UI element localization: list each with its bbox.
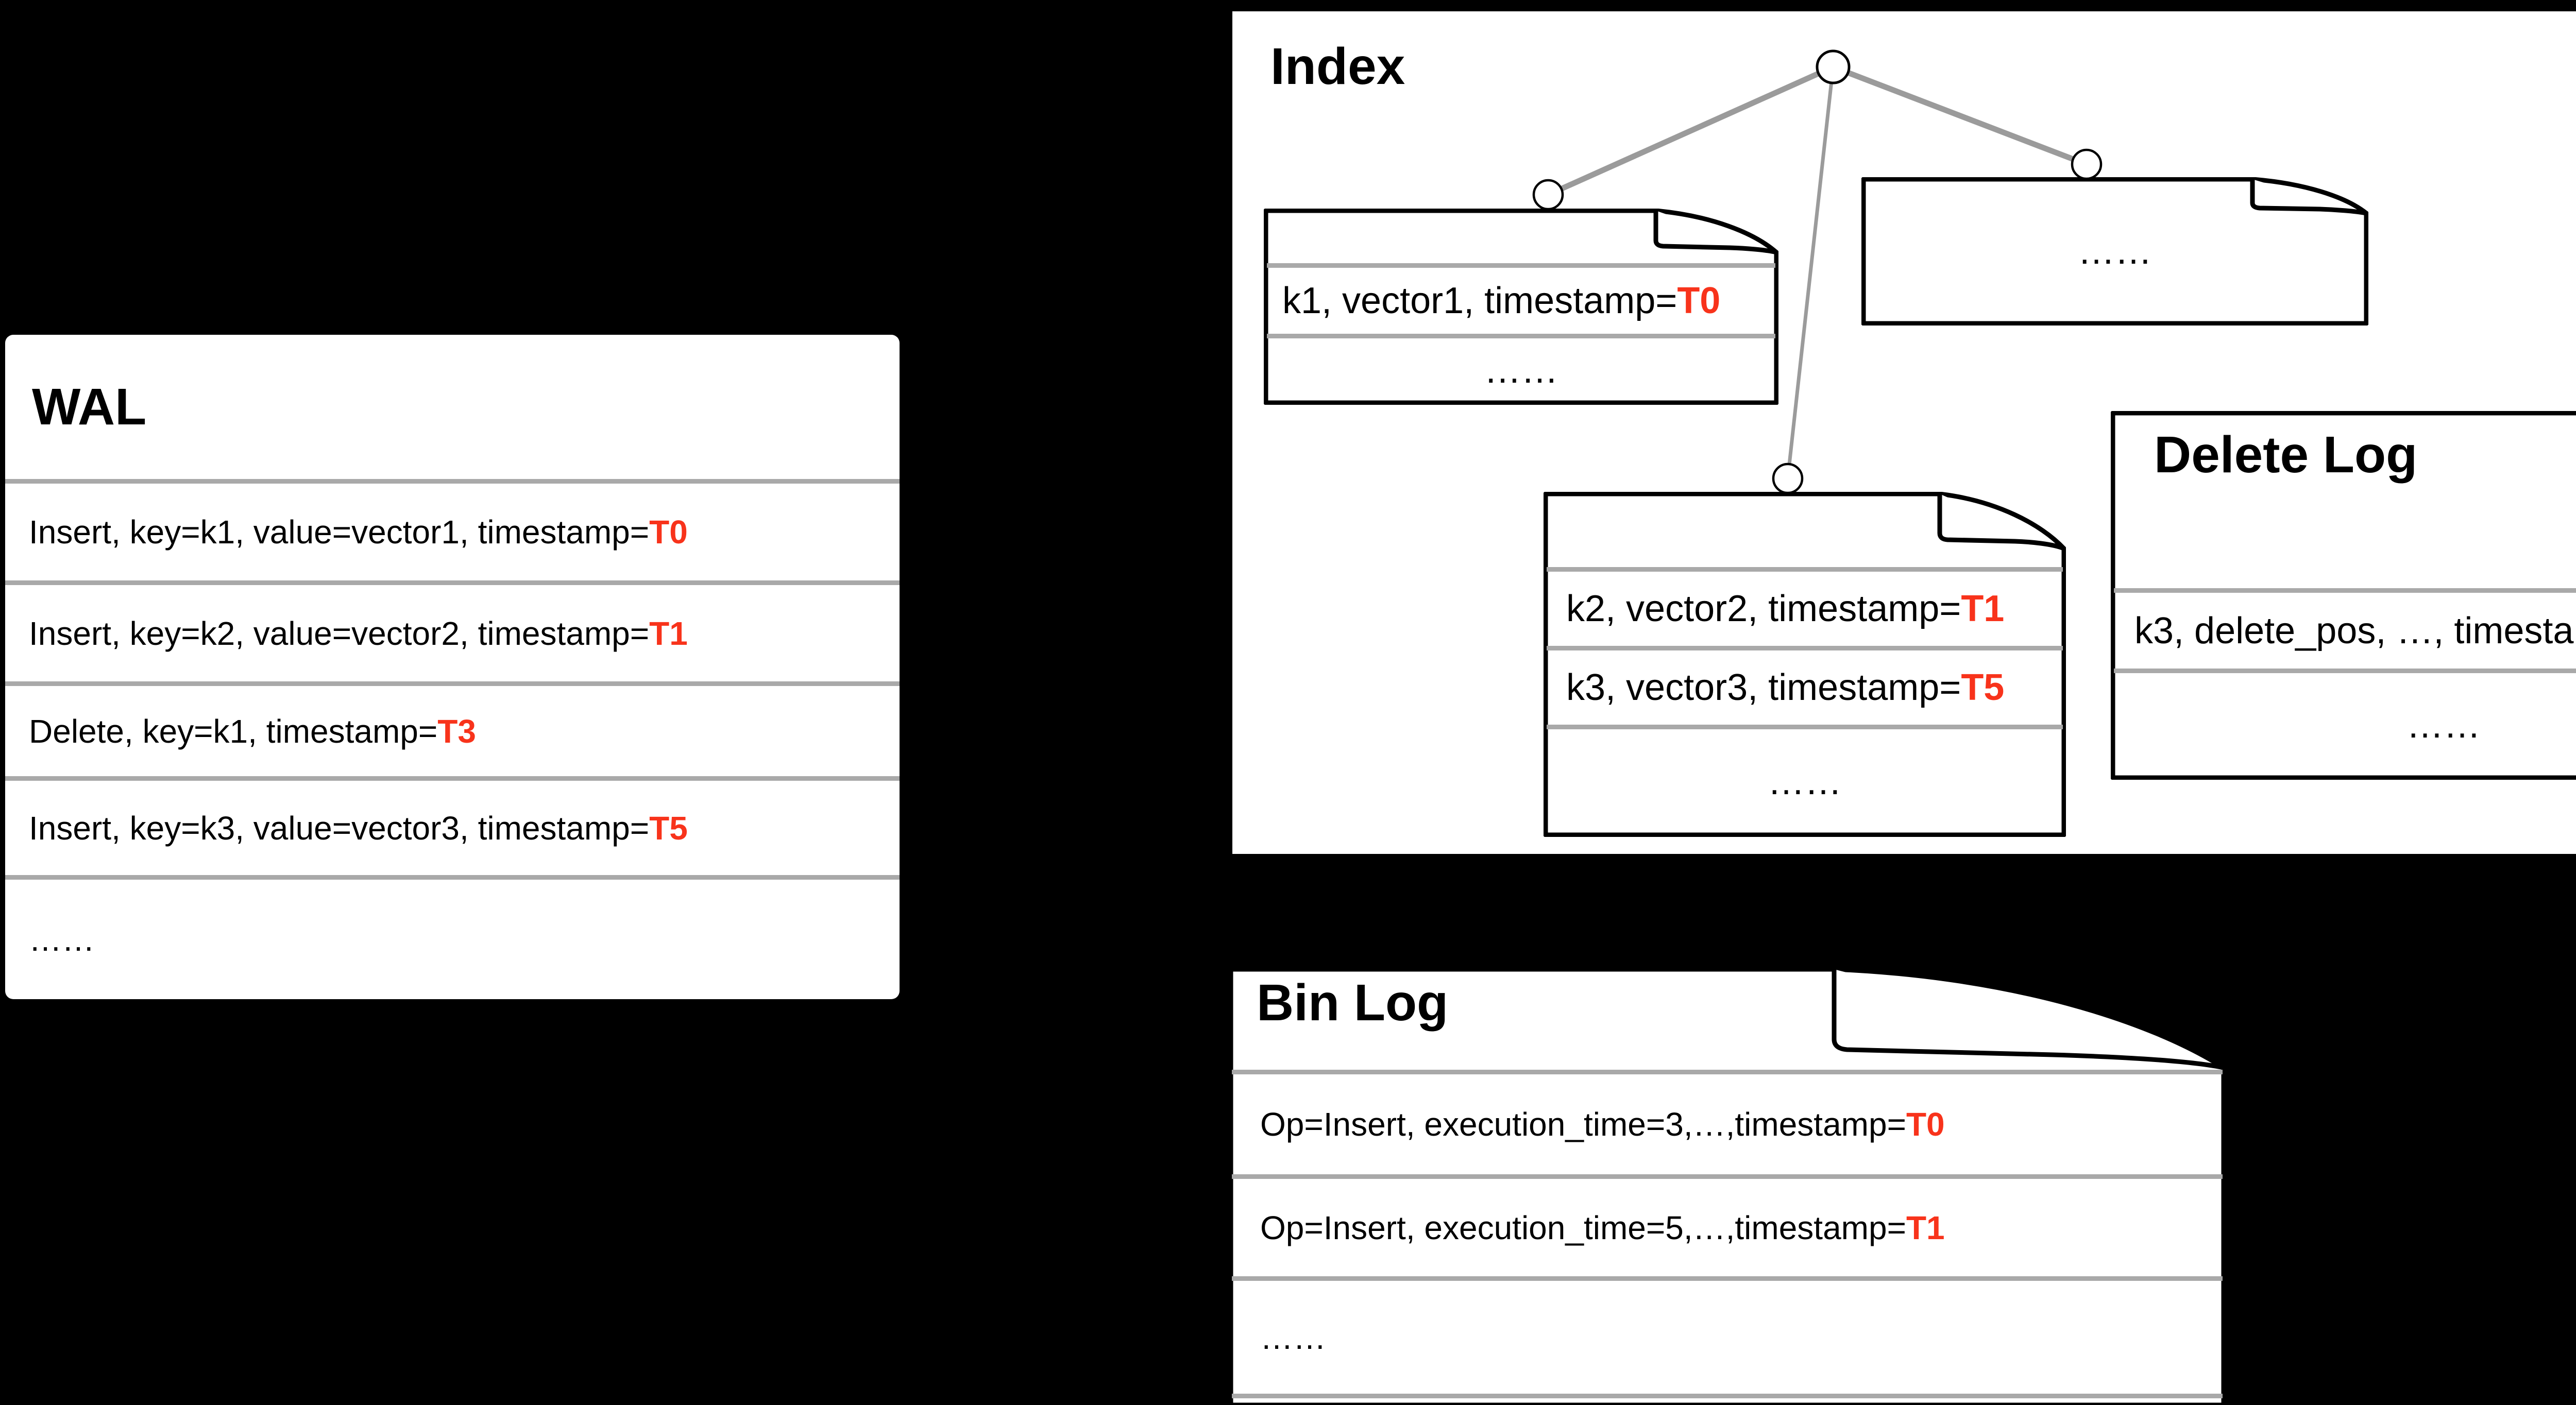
separator (2114, 588, 2576, 593)
card-row-text: k3, vector3, timestamp= (1566, 667, 1961, 708)
wal-row: Insert, key=k1, value=vector1, timestamp… (5, 484, 900, 580)
page-shape (2111, 411, 2576, 780)
card-row-ellipsis: …… (1232, 1281, 2223, 1394)
card-row-text: k2, vector2, timestamp= (1566, 588, 1961, 629)
page-outline (2111, 411, 2576, 780)
index-leaf-card-k1: k1, vector1, timestamp=T0 …… (1264, 209, 1778, 405)
ellipsis-text: …… (29, 921, 95, 958)
card-row: k2, vector2, timestamp=T1 (1547, 572, 2063, 646)
card-row: k1, vector1, timestamp=T0 (1267, 268, 1775, 334)
card-row-text: k1, vector1, timestamp= (1282, 280, 1677, 321)
wal-title-band: WAL (5, 335, 900, 479)
separator (5, 875, 900, 880)
page-shape (1264, 209, 1778, 405)
wal-row-text: Insert, key=k3, value=vector3, timestamp… (29, 809, 650, 847)
page-shape (1544, 492, 2066, 837)
separator (5, 580, 900, 585)
separator (2114, 669, 2576, 673)
card-row-ellipsis: …… (2114, 673, 2576, 777)
index-leaf-card-k2k3: k2, vector2, timestamp=T1 k3, vector3, t… (1544, 492, 2066, 837)
card-row: Op=Insert, execution_time=5,…,timestamp=… (1232, 1179, 2223, 1276)
timestamp-value: T0 (1906, 1106, 1945, 1143)
separator (5, 479, 900, 484)
folded-corner (1653, 209, 1778, 255)
card-header-band (1547, 495, 2063, 567)
index-leaf-card-more: …… (1861, 177, 2368, 325)
wal-row-ellipsis: …… (5, 880, 900, 999)
folded-corner (1832, 967, 2226, 1070)
wal-row-text: Delete, key=k1, timestamp= (29, 712, 438, 750)
timestamp-value: T1 (1906, 1209, 1945, 1246)
separator (1267, 263, 1775, 268)
card-row: Op=Insert, execution_time=3,…,timestamp=… (1232, 1074, 2223, 1174)
ellipsis-text: …… (1484, 349, 1558, 391)
timestamp-value: T5 (649, 809, 688, 847)
separator (1547, 646, 2063, 650)
card-row-ellipsis: …… (1865, 180, 2365, 322)
wal-row-text: Insert, key=k2, value=vector2, timestamp… (29, 614, 650, 652)
card-row-ellipsis: …… (1547, 729, 2063, 834)
card-row: k3, delete_pos, …, timestamp=T3 (2114, 593, 2576, 669)
delete-log-title: Delete Log (2154, 426, 2418, 484)
bin-log-title: Bin Log (1257, 974, 1449, 1032)
ellipsis-text: …… (1260, 1318, 1326, 1356)
ellipsis-text: …… (2406, 704, 2481, 746)
separator (5, 776, 900, 781)
card-row-text: Op=Insert, execution_time=3,…,timestamp= (1260, 1106, 1906, 1143)
separator (1232, 1394, 2223, 1398)
wal-title: WAL (32, 378, 147, 436)
ellipsis-text: …… (1768, 761, 1842, 802)
wal-panel: WAL Insert, key=k1, value=vector1, times… (5, 335, 900, 999)
wal-row: Insert, key=k2, value=vector2, timestamp… (5, 585, 900, 681)
card-title-band: Delete Log (2114, 414, 2576, 588)
wal-row-text: Insert, key=k1, value=vector1, timestamp… (29, 513, 650, 551)
wal-row: Delete, key=k1, timestamp=T3 (5, 686, 900, 776)
folded-corner (1937, 492, 2066, 551)
separator (1547, 567, 2063, 572)
page-outline (1229, 967, 2226, 1405)
card-row: k3, vector3, timestamp=T5 (1547, 650, 2063, 725)
bin-log-card: Bin Log Op=Insert, execution_time=3,…,ti… (1229, 967, 2226, 1405)
card-row-ellipsis: …… (1267, 338, 1775, 402)
separator (5, 681, 900, 686)
card-title-band: Bin Log (1232, 970, 2223, 1070)
timestamp-value: T1 (649, 614, 688, 652)
separator (1232, 1070, 2223, 1074)
separator (1232, 1174, 2223, 1179)
ellipsis-text: …… (2078, 231, 2152, 272)
card-header-band (1267, 212, 1775, 263)
index-title: Index (1270, 38, 1405, 95)
timestamp-value: T3 (437, 712, 476, 750)
timestamp-value: T0 (649, 513, 688, 551)
separator (1547, 725, 2063, 729)
card-row-text: k3, delete_pos, …, timestamp= (2134, 610, 2576, 652)
folded-corner (2250, 177, 2368, 216)
card-row-text: Op=Insert, execution_time=5,…,timestamp= (1260, 1209, 1906, 1246)
page-shape (1861, 177, 2368, 325)
timestamp-value: T5 (1961, 667, 2005, 708)
separator (1267, 334, 1775, 338)
separator (1232, 1276, 2223, 1281)
timestamp-value: T1 (1961, 588, 2005, 629)
delete-log-card: Delete Log k3, delete_pos, …, timestamp=… (2111, 411, 2576, 780)
page-shape (1229, 967, 2226, 1405)
wal-row: Insert, key=k3, value=vector3, timestamp… (5, 781, 900, 875)
timestamp-value: T0 (1677, 280, 1721, 321)
